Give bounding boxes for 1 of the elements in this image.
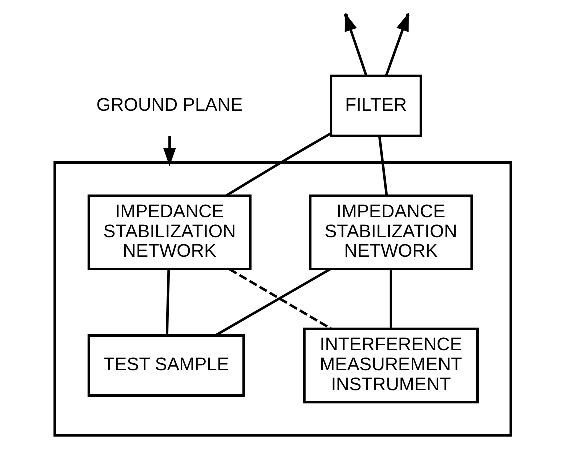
node-text: GROUND PLANE	[96, 94, 244, 115]
